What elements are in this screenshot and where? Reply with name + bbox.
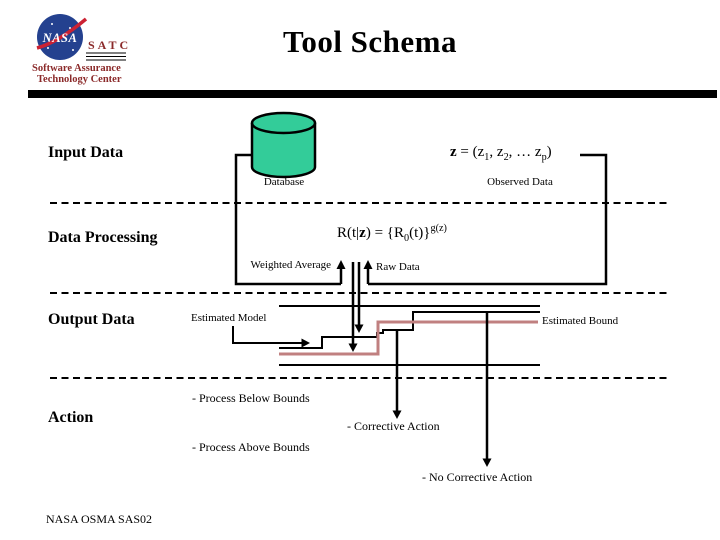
no-corrective-action-arrowhead bbox=[482, 458, 492, 467]
processing-to-bound-arrowhead bbox=[348, 343, 358, 352]
formula-sub: 2 bbox=[503, 152, 509, 163]
database-to-processing-connector bbox=[234, 153, 343, 286]
formula-part: ) bbox=[546, 144, 552, 160]
formula-part: , … z bbox=[508, 144, 542, 160]
section-label-data-processing: Data Processing bbox=[48, 229, 158, 246]
formula-part: = (z bbox=[456, 144, 485, 160]
reliability-formula: R(t|z) = {R0(t)}g(z) bbox=[337, 223, 447, 244]
formula-sub: p bbox=[541, 152, 547, 163]
formula-part: , z bbox=[489, 144, 504, 160]
section-label-output-data: Output Data bbox=[48, 311, 135, 328]
nasa-satc-logo-icon: NASA SATC Software Assurance Technology … bbox=[32, 14, 131, 85]
observed-to-processing-connector bbox=[366, 153, 608, 286]
observed-data-label: Observed Data bbox=[487, 176, 553, 188]
weighted-average-label: Weighted Average bbox=[250, 259, 331, 271]
estimated-model-curve bbox=[279, 311, 540, 349]
estimated-model-pointer bbox=[232, 326, 302, 344]
formula-sup: g(z) bbox=[430, 223, 447, 234]
footer-text: NASA OSMA SAS02 bbox=[46, 512, 153, 526]
formula-sub: 1 bbox=[484, 152, 490, 163]
estimated-model-label: Estimated Model bbox=[191, 312, 267, 324]
action-corrective: - Corrective Action bbox=[347, 419, 440, 433]
logo-nasa-text: NASA bbox=[42, 31, 78, 45]
raw-data-label: Raw Data bbox=[376, 261, 420, 273]
formula-part: ) = {R bbox=[365, 225, 405, 241]
formula-part: R(t| bbox=[337, 225, 360, 241]
logo-subtitle-line2: Technology Center bbox=[37, 74, 122, 85]
estimated-model-arrowhead bbox=[301, 338, 310, 348]
section-label-input-data: Input Data bbox=[48, 144, 124, 161]
header-divider-bar bbox=[28, 90, 717, 98]
nasa-swoosh-icon bbox=[36, 17, 88, 50]
database-icon-top bbox=[250, 111, 317, 135]
weighted-average-arrowhead bbox=[336, 260, 346, 269]
logo-satc-text: SATC bbox=[88, 38, 131, 52]
processing-to-model-arrowhead bbox=[354, 324, 364, 333]
formula-sub: 0 bbox=[404, 233, 410, 244]
logo-subtitle-line1: Software Assurance bbox=[32, 63, 121, 74]
formula-z: z bbox=[450, 144, 457, 160]
action-process-above-bounds: - Process Above Bounds bbox=[192, 440, 310, 454]
corrective-action-arrowhead bbox=[392, 410, 402, 419]
estimated-bound-curve bbox=[279, 320, 538, 356]
section-label-action: Action bbox=[48, 409, 94, 426]
action-process-below-bounds: - Process Below Bounds bbox=[192, 391, 310, 405]
database-icon bbox=[250, 123, 317, 179]
formula-z: z bbox=[359, 225, 366, 241]
database-label: Database bbox=[263, 176, 305, 188]
action-no-corrective: - No Corrective Action bbox=[422, 470, 533, 484]
formula-part: (t)} bbox=[409, 225, 431, 241]
estimated-bound-label: Estimated Bound bbox=[542, 315, 619, 327]
raw-data-arrowhead bbox=[363, 260, 373, 269]
observed-data-formula: z = (z1, z2, … zp) bbox=[450, 144, 552, 163]
slide-title: Tool Schema bbox=[282, 24, 458, 59]
